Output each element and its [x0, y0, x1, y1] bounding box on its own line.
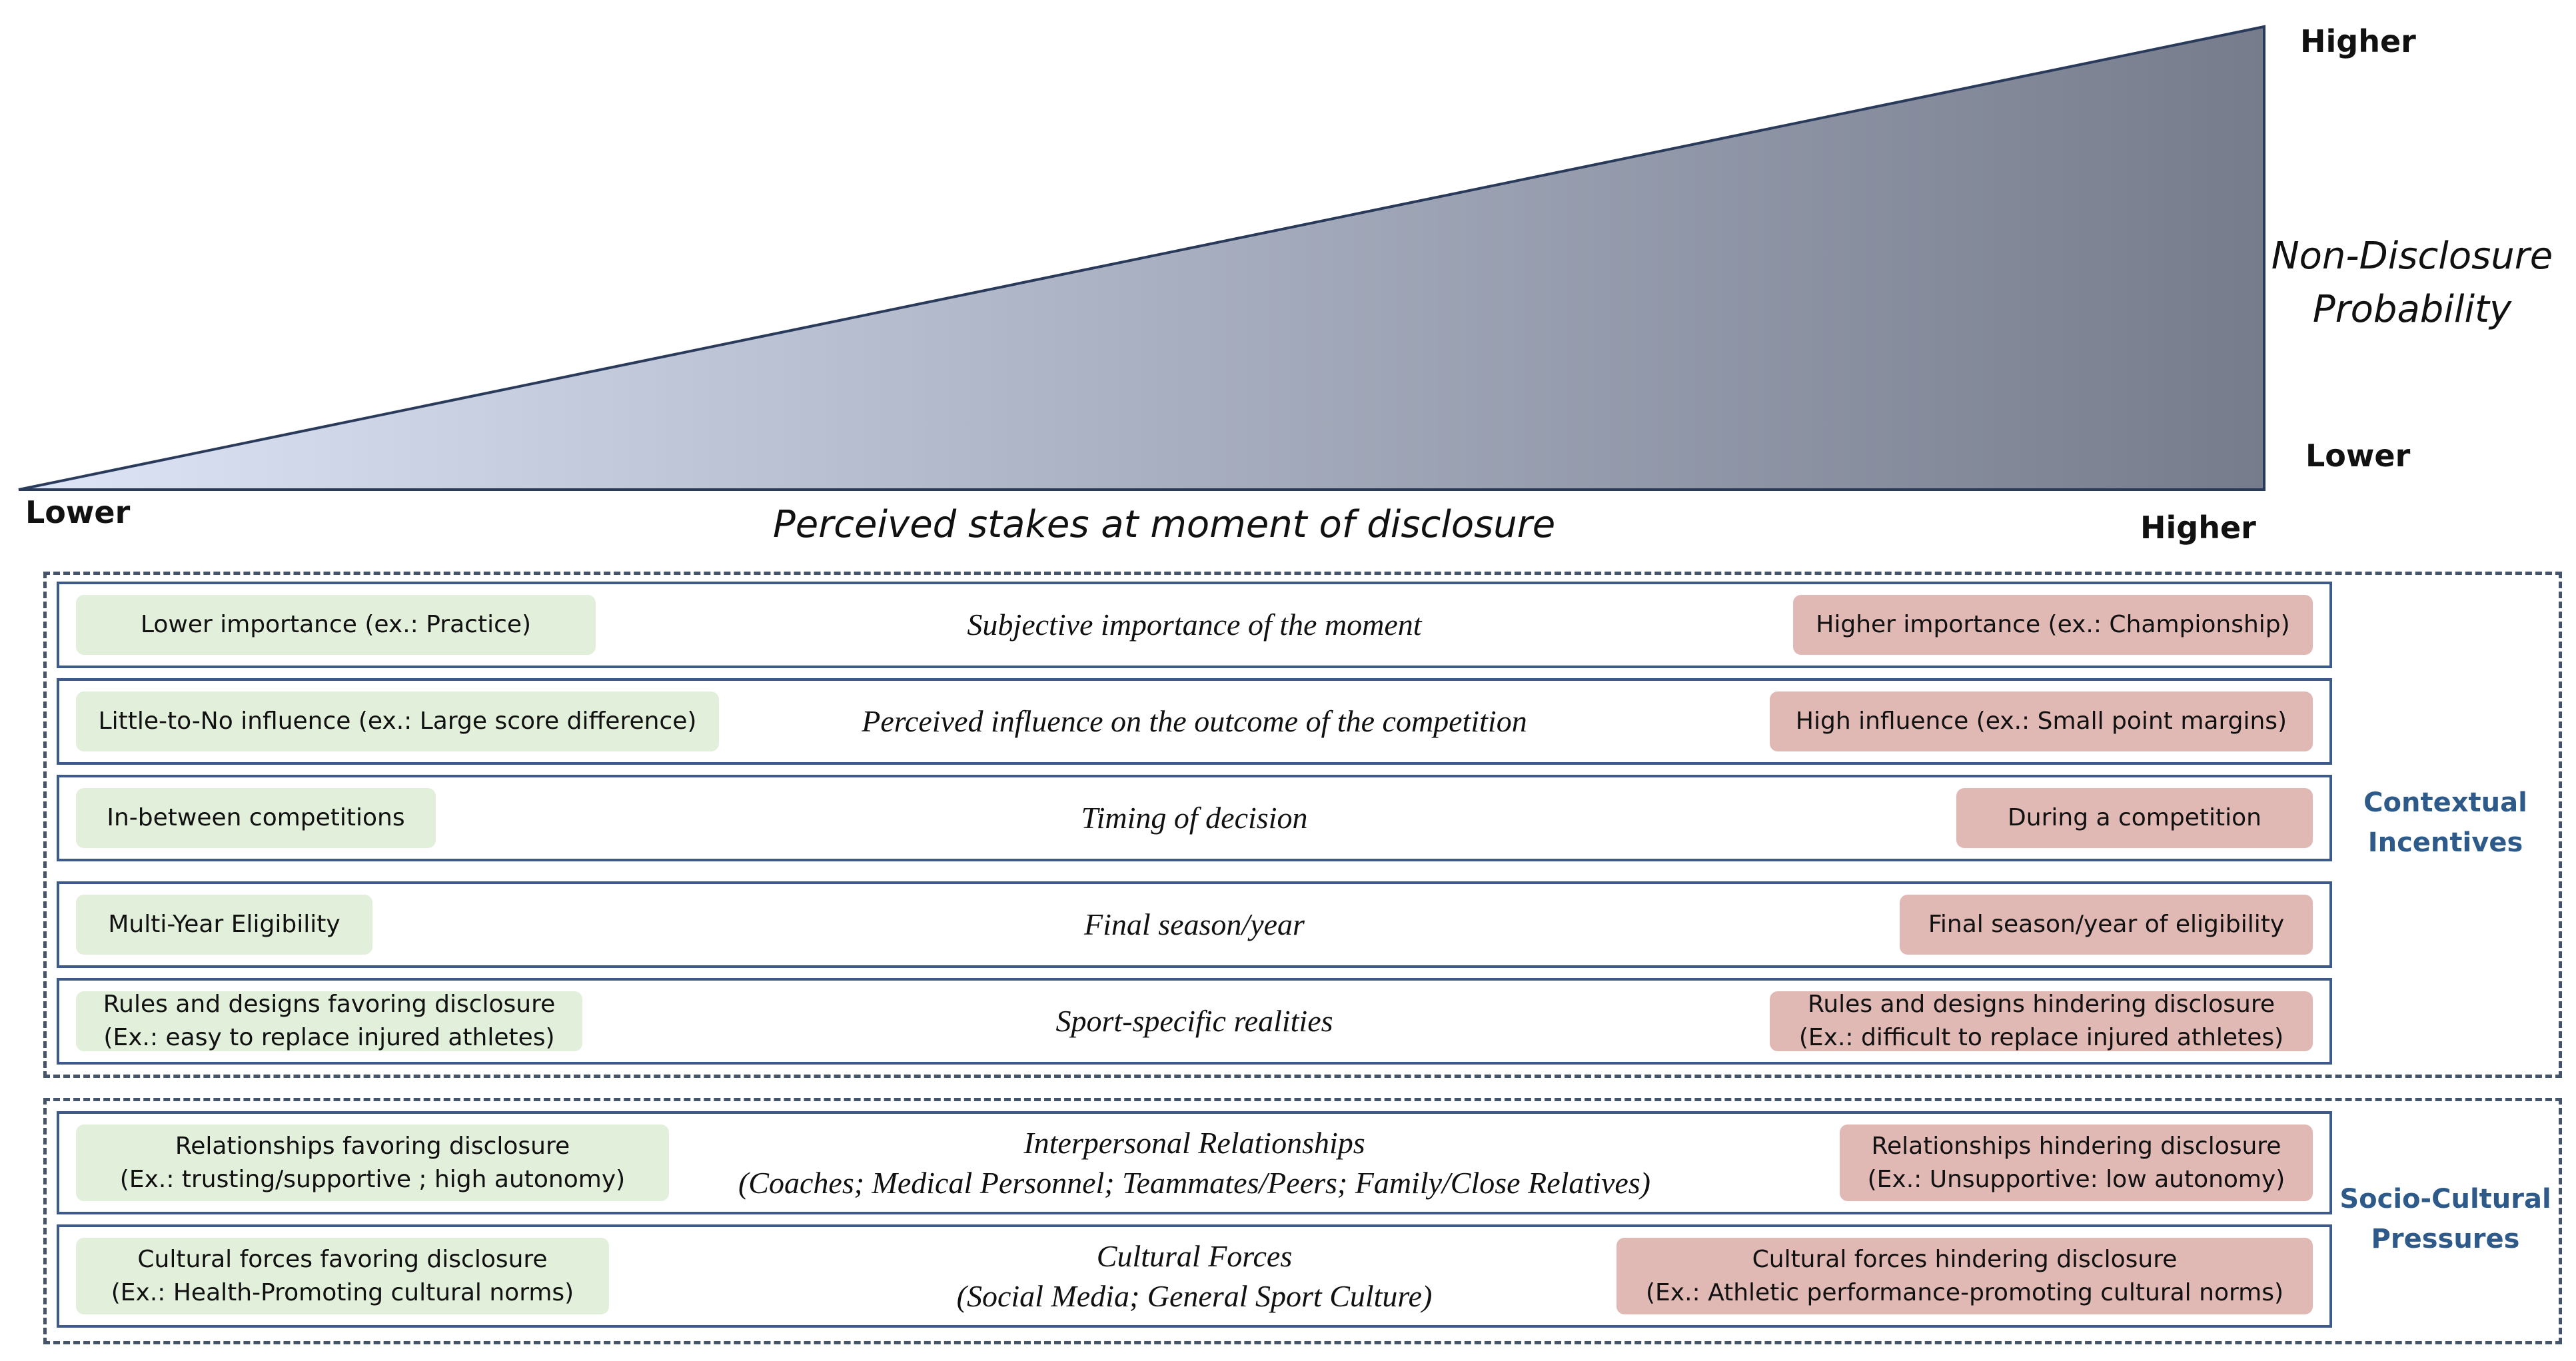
hindering-pill: Final season/year of eligibility: [1900, 895, 2313, 955]
favoring-pill-line: Rules and designs favoring disclosure: [103, 991, 556, 1018]
hindering-pill: Higher importance (ex.: Championship): [1793, 595, 2313, 655]
hindering-pill-line: (Ex.: Athletic performance-promoting cul…: [1645, 1278, 2284, 1306]
factor-row: Perceived influence on the outcome of th…: [57, 678, 2332, 765]
favoring-pill-line: (Ex.: Health-Promoting cultural norms): [111, 1278, 574, 1306]
factor-dimension-line: Final season/year: [1084, 907, 1305, 941]
factor-dimension-line: (Coaches; Medical Personnel; Teammates/P…: [738, 1165, 1651, 1200]
favoring-pill-line: Cultural forces favoring disclosure: [137, 1245, 548, 1273]
factor-row: Timing of decision In-between competition…: [57, 775, 2332, 861]
favoring-pill: Lower importance (ex.: Practice): [76, 595, 596, 655]
group-label-line-2: Incentives: [2367, 827, 2523, 858]
factor-row: Cultural Forces (Social Media; General Sp…: [57, 1224, 2332, 1328]
factor-dimension-line: Sport-specific realities: [1055, 1004, 1333, 1038]
favoring-pill: Little-to-No influence (ex.: Large score…: [76, 691, 719, 751]
x-axis-low-label: Lower: [25, 494, 131, 530]
stakes-gradient-wedge: [18, 25, 2265, 491]
factor-dimension: Interpersonal Relationships (Coaches; Med…: [59, 1114, 2329, 1212]
factor-dimension: Final season/year: [59, 884, 2329, 965]
factor-dimension: Timing of decision: [59, 777, 2329, 859]
hindering-pill-line: Rules and designs hindering disclosure: [1807, 991, 2275, 1018]
favoring-pill: Relationships favoring disclosure (Ex.: t…: [76, 1125, 669, 1201]
hindering-pill-line: (Ex.: Unsupportive: low autonomy): [1867, 1165, 2285, 1193]
group-label-line-2: Pressures: [2371, 1224, 2520, 1254]
hindering-pill: Relationships hindering disclosure (Ex.: …: [1840, 1125, 2313, 1201]
factor-dimension-line: (Social Media; General Sport Culture): [956, 1278, 1433, 1313]
favoring-pill: Multi-Year Eligibility: [76, 895, 372, 955]
hindering-pill-line: (Ex.: difficult to replace injured athle…: [1798, 1024, 2284, 1051]
group-label-line-1: Contextual: [2363, 787, 2527, 818]
favoring-pill: In-between competitions: [76, 788, 436, 848]
factor-row: Subjective importance of the moment Lower…: [57, 582, 2332, 668]
factor-dimension: Subjective importance of the moment: [59, 584, 2329, 666]
x-axis-high-label: Higher: [2140, 510, 2256, 546]
factor-dimension: Perceived influence on the outcome of th…: [59, 681, 2329, 762]
favoring-pill-line: Multi-Year Eligibility: [108, 911, 340, 938]
y-axis-high-label: Higher: [2300, 23, 2416, 59]
hindering-pill-line: High influence (ex.: Small point margins…: [1795, 707, 2287, 735]
favoring-pill-line: Little-to-No influence (ex.: Large score…: [98, 707, 697, 735]
group-label-line-1: Socio-Cultural: [2339, 1184, 2551, 1214]
factor-row: Sport-specific realities Rules and design…: [57, 978, 2332, 1065]
factor-dimension-line: Interpersonal Relationships: [1023, 1125, 1365, 1160]
y-axis-title: Non-Disclosure Probability: [2259, 230, 2565, 336]
hindering-pill: Rules and designs hindering disclosure (E…: [1770, 991, 2313, 1051]
hindering-pill-line: Relationships hindering disclosure: [1871, 1132, 2281, 1160]
group-box-0: [43, 572, 2562, 1078]
favoring-pill-line: Relationships favoring disclosure: [175, 1132, 570, 1160]
x-axis-title: Perceived stakes at moment of disclosure: [773, 503, 1556, 546]
favoring-pill: Rules and designs favoring disclosure (Ex…: [76, 991, 582, 1051]
hindering-pill: During a competition: [1956, 788, 2313, 848]
hindering-pill-line: During a competition: [2008, 804, 2261, 831]
y-axis-low-label: Lower: [2305, 438, 2411, 474]
hindering-pill-line: Cultural forces hindering disclosure: [1752, 1245, 2178, 1273]
favoring-pill: Cultural forces favoring disclosure (Ex.:…: [76, 1238, 609, 1314]
factor-row: Final season/year Multi-Year Eligibility F…: [57, 881, 2332, 968]
factor-dimension-line: Timing of decision: [1081, 801, 1308, 835]
hindering-pill: Cultural forces hindering disclosure (Ex.…: [1616, 1238, 2313, 1314]
factor-dimension: Cultural Forces (Social Media; General Sp…: [59, 1227, 2329, 1325]
factor-dimension-line: Subjective importance of the moment: [967, 608, 1422, 642]
group-box-1: [43, 1098, 2562, 1344]
hindering-pill: High influence (ex.: Small point margins…: [1770, 691, 2313, 751]
favoring-pill-line: Lower importance (ex.: Practice): [140, 611, 532, 638]
favoring-pill-line: (Ex.: easy to replace injured athletes): [103, 1024, 555, 1051]
factor-row: Interpersonal Relationships (Coaches; Med…: [57, 1111, 2332, 1214]
y-axis-title-line1: Non-Disclosure: [2271, 234, 2553, 278]
factor-dimension-line: Cultural Forces: [1096, 1238, 1293, 1273]
factor-dimension-line: Perceived influence on the outcome of th…: [862, 704, 1527, 738]
favoring-pill-line: (Ex.: trusting/supportive ; high autonom…: [119, 1165, 626, 1193]
y-axis-title-line2: Probability: [2312, 288, 2512, 331]
factor-dimension: Sport-specific realities: [59, 981, 2329, 1062]
favoring-pill-line: In-between competitions: [107, 804, 405, 831]
hindering-pill-line: Final season/year of eligibility: [1928, 911, 2285, 938]
wedge-shape: [18, 25, 2265, 491]
hindering-pill-line: Higher importance (ex.: Championship): [1816, 611, 2290, 638]
